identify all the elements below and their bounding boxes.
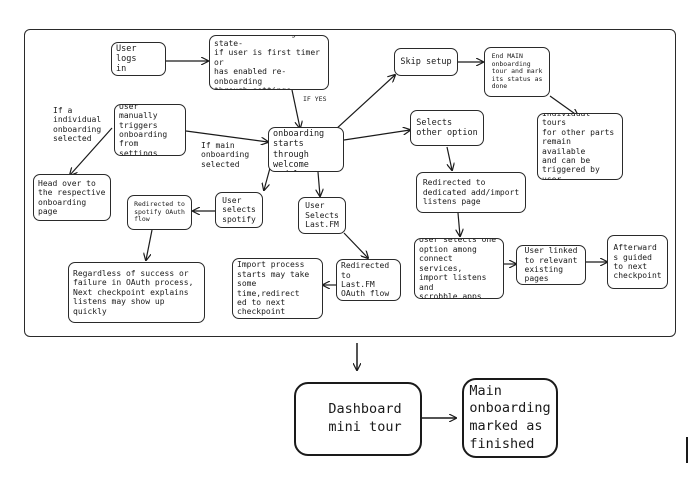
node-main-onboarding: Main onboarding starts through welcome m… xyxy=(268,127,344,172)
node-dashboard-mini-tour: Dashboard mini tour xyxy=(294,382,422,456)
node-individual-tours: Individual tours for other parts remain … xyxy=(537,113,623,180)
arrow-main-to-lastfm xyxy=(318,171,320,196)
arrow-dedicated-to-service xyxy=(458,212,460,236)
node-selects-other-option: Selects other option xyxy=(410,110,484,146)
arrow-other-to-dedicated xyxy=(446,146,452,170)
node-user-logs-in: User logs in xyxy=(111,42,166,76)
arrow-lastfm-to-oauth xyxy=(343,232,368,258)
node-end-main-onboarding: End MAIN onboarding tour and mark its st… xyxy=(484,47,550,97)
node-regardless-oauth: Regardless of success or failure in OAut… xyxy=(68,262,205,323)
arrow-check-to-main xyxy=(291,89,300,128)
label-if-individual: If a individual onboarding selected xyxy=(53,106,102,144)
node-selects-service: User selects one option among connect se… xyxy=(414,238,504,299)
node-main-onboarding-finished: Main onboarding marked as finished xyxy=(462,378,558,458)
node-import-process: Import process starts may take some time… xyxy=(232,258,323,319)
node-checks-onboarding-state: Checks onboarding state- if user is firs… xyxy=(209,35,329,90)
page-edge-mark xyxy=(686,437,688,463)
arrow-oauth-to-regardless xyxy=(146,229,153,260)
arrow-main-to-other xyxy=(343,130,410,141)
label-if-main: If main onboarding selected xyxy=(201,141,250,169)
arrow-manual-to-headover xyxy=(70,127,113,175)
node-redirect-lastfm-oauth: Redirected to Last.FM OAuth flow xyxy=(336,259,401,301)
arrow-end-to-individual xyxy=(549,95,578,116)
node-linked-pages: User linked to relevant existing pages xyxy=(516,245,586,285)
arrow-manual-to-main xyxy=(185,130,268,142)
node-manual-trigger: User manually triggers onboarding from s… xyxy=(114,104,186,156)
node-redirect-spotify-oauth: Redirected to spotify OAuth flow xyxy=(127,195,192,230)
node-skip-setup: Skip setup xyxy=(394,48,458,76)
node-selects-spotify: User selects spotify xyxy=(215,192,263,228)
label-if-yes: IF YES xyxy=(303,95,327,103)
node-afterward-guided: Afterward s guided to next checkpoint xyxy=(607,235,668,289)
arrow-main-to-skip xyxy=(334,75,395,131)
node-redirect-dedicated-page: Redirected to dedicated add/import liste… xyxy=(416,172,526,213)
node-selects-lastfm: User Selects Last.FM xyxy=(298,197,346,234)
arrow-main-to-spotify xyxy=(264,167,271,190)
node-head-over: Head over to the respective onboarding p… xyxy=(33,174,111,221)
